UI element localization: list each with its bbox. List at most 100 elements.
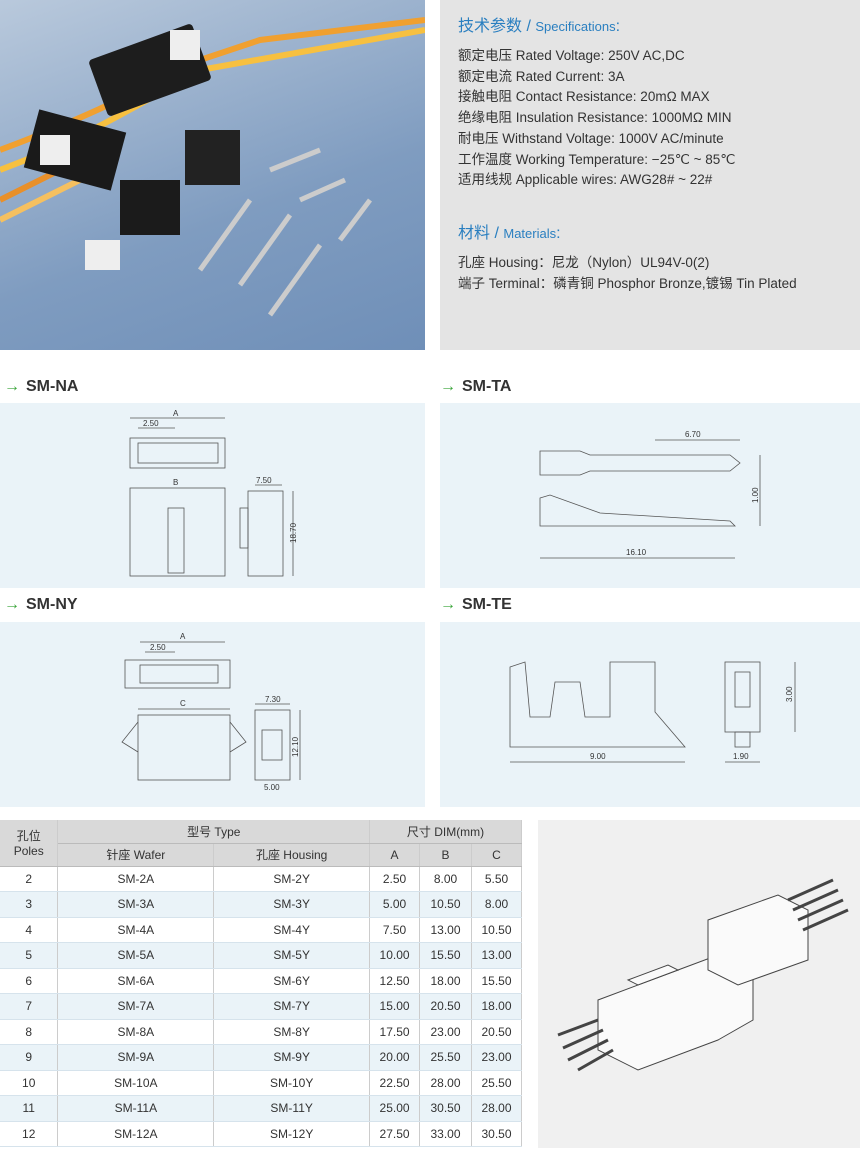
cell-dim-c: 8.00 [471, 891, 523, 918]
header-type: 型号 Type [57, 820, 371, 844]
cell-wafer: SM-12A [57, 1121, 215, 1147]
svg-text:1.90: 1.90 [733, 752, 749, 761]
material-line: 端子 Terminal：磷青铜 Phosphor Bronze,镀锡 Tin P… [458, 275, 797, 291]
cell-dim-c: 20.50 [471, 1019, 523, 1045]
cell-wafer: SM-4A [57, 917, 215, 943]
cell-dim-b: 33.00 [419, 1121, 472, 1147]
arrow-icon: → [440, 378, 456, 395]
cell-housing: SM-2Y [213, 866, 371, 892]
section-sm-te: →SM-TE [440, 596, 512, 613]
cell-wafer: SM-7A [57, 993, 215, 1020]
svg-text:7.30: 7.30 [265, 695, 281, 704]
header-wafer: 针座 Wafer [57, 843, 215, 867]
cell-poles: 2 [0, 866, 59, 892]
cell-dim-a: 12.50 [369, 968, 421, 994]
cell-dim-b: 8.00 [419, 866, 472, 892]
cell-dim-a: 22.50 [369, 1070, 421, 1096]
cell-housing: SM-10Y [213, 1070, 371, 1096]
material-line: 孔座 Housing：尼龙（Nylon）UL94V-0(2) [458, 254, 710, 270]
section-sm-ny: →SM-NY [4, 596, 78, 613]
arrow-icon: → [4, 596, 20, 613]
svg-text:7.50: 7.50 [256, 476, 272, 485]
cell-poles: 12 [0, 1121, 59, 1147]
cell-housing: SM-12Y [213, 1121, 371, 1147]
cell-dim-c: 23.00 [471, 1044, 523, 1071]
cell-dim-b: 25.50 [419, 1044, 472, 1071]
svg-text:C: C [180, 699, 186, 708]
cell-housing: SM-9Y [213, 1044, 371, 1071]
cell-dim-b: 15.50 [419, 942, 472, 969]
cell-dim-c: 15.50 [471, 968, 523, 994]
header-b: B [419, 843, 472, 867]
arrow-icon: → [440, 596, 456, 613]
cell-housing: SM-7Y [213, 993, 371, 1020]
svg-text:3.00: 3.00 [785, 686, 794, 702]
spec-line: 额定电流 Rated Current: 3A [458, 68, 625, 84]
svg-text:2.50: 2.50 [143, 419, 159, 428]
svg-text:9.00: 9.00 [590, 752, 606, 761]
cell-wafer: SM-11A [57, 1095, 215, 1122]
cell-poles: 3 [0, 891, 59, 918]
svg-text:1.00: 1.00 [751, 487, 760, 503]
cell-housing: SM-3Y [213, 891, 371, 918]
arrow-icon: → [4, 378, 20, 395]
cell-dim-a: 10.00 [369, 942, 421, 969]
cell-poles: 6 [0, 968, 59, 994]
cell-dim-c: 18.00 [471, 993, 523, 1020]
section-sm-ta: →SM-TA [440, 378, 512, 395]
svg-text:18.70: 18.70 [289, 522, 298, 543]
svg-text:12.10: 12.10 [291, 736, 300, 757]
cell-wafer: SM-10A [57, 1070, 215, 1096]
product-photo [0, 0, 426, 350]
cell-dim-b: 30.50 [419, 1095, 472, 1122]
cell-dim-b: 23.00 [419, 1019, 472, 1045]
cell-dim-a: 20.00 [369, 1044, 421, 1071]
cell-dim-a: 7.50 [369, 917, 421, 943]
cell-dim-b: 20.50 [419, 993, 472, 1020]
cell-dim-b: 28.00 [419, 1070, 472, 1096]
header-dim: 尺寸 DIM(mm) [369, 820, 522, 844]
spec-line: 适用线规 Applicable wires: AWG28# ~ 22# [458, 172, 713, 188]
cell-dim-a: 2.50 [369, 866, 421, 892]
cell-poles: 9 [0, 1044, 59, 1071]
sm-ny-drawing: A 2.50 C 7.30 12.10 5.00 [0, 622, 425, 807]
cell-wafer: SM-2A [57, 866, 215, 892]
cell-poles: 5 [0, 942, 59, 969]
svg-text:A: A [180, 632, 186, 641]
sm-te-drawing: 9.00 3.00 1.90 [440, 622, 860, 807]
header-a: A [369, 843, 421, 867]
cell-dim-c: 25.50 [471, 1070, 523, 1096]
cell-dim-a: 27.50 [369, 1121, 421, 1147]
cell-housing: SM-6Y [213, 968, 371, 994]
cell-housing: SM-11Y [213, 1095, 371, 1122]
section-sm-na: →SM-NA [4, 378, 79, 395]
cell-dim-c: 13.00 [471, 942, 523, 969]
cell-poles: 4 [0, 917, 59, 943]
cell-dim-a: 15.00 [369, 993, 421, 1020]
cell-dim-c: 5.50 [471, 866, 523, 892]
spec-line: 接触电阻 Contact Resistance: 20mΩ MAX [458, 89, 710, 105]
spec-line: 绝缘电阻 Insulation Resistance: 1000MΩ MIN [458, 110, 732, 126]
cell-wafer: SM-6A [57, 968, 215, 994]
cell-dim-c: 30.50 [471, 1121, 523, 1147]
materials-heading: 材料 / Materials: [458, 224, 561, 242]
cell-dim-b: 13.00 [419, 917, 472, 943]
cell-dim-a: 5.00 [369, 891, 421, 918]
svg-text:B: B [173, 478, 178, 487]
cell-dim-c: 10.50 [471, 917, 523, 943]
cell-wafer: SM-9A [57, 1044, 215, 1071]
sm-ta-drawing: 6.70 1.00 16.10 [440, 403, 860, 588]
cell-dim-a: 25.00 [369, 1095, 421, 1122]
cell-housing: SM-4Y [213, 917, 371, 943]
cell-poles: 10 [0, 1070, 59, 1096]
svg-text:2.50: 2.50 [150, 643, 166, 652]
